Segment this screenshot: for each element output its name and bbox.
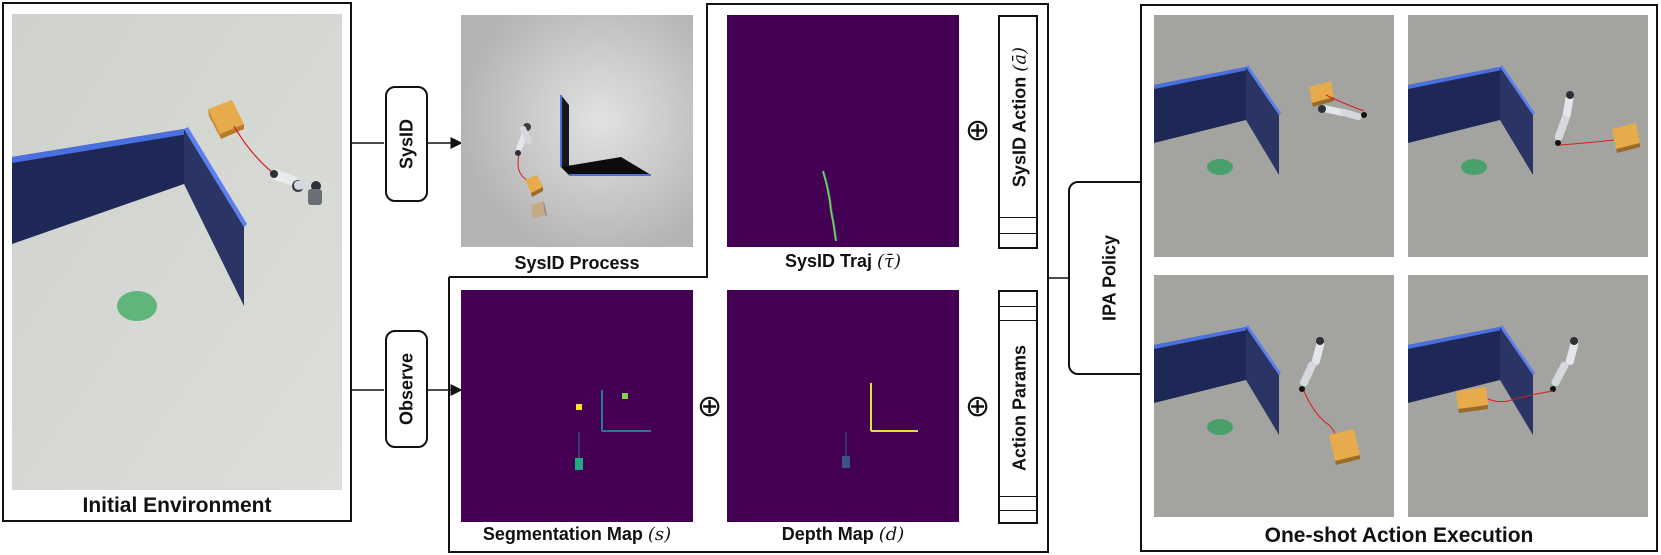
depth-map-caption: Depth Map (d) [727,524,959,545]
observe-pill-label: Observe [396,352,416,426]
ipa-policy-pill: IPA Policy [1068,181,1152,375]
one-shot-caption: One-shot Action Execution [1264,524,1534,547]
execution-scene-1 [1154,15,1394,257]
segmentation-map-caption-text: Segmentation Map [482,524,643,544]
sysid-traj-caption: SysID Traj (τ̄) [727,251,959,272]
sysid-traj-caption-text: SysID Traj [784,251,872,271]
depth-map-image [727,290,959,522]
segmentation-symbol: (s) [647,524,672,545]
depth-map-caption-text: Depth Map [781,524,874,544]
concat-symbol-top: ⊕ [965,113,991,148]
action-params-vector: Action Params [998,290,1038,524]
sysid-traj-image [727,15,959,247]
action-params-label: Action Params [1009,344,1030,472]
execution-scene-3 [1154,275,1394,517]
segmentation-map-caption: Segmentation Map (s) [461,524,693,545]
initial-environment-image [12,14,342,490]
segmentation-map-image [461,290,693,522]
sysid-traj-symbol: (τ̄) [877,251,902,272]
initial-environment-caption: Initial Environment [82,494,272,517]
sysid-pill: SysID [385,86,428,202]
sysid-process-image [461,15,693,247]
execution-scene-4 [1408,275,1648,517]
concat-symbol-bottom: ⊕ [965,389,991,424]
execution-scene-2 [1408,15,1648,257]
sysid-action-label: SysID Action (ā) [1009,46,1031,188]
observe-pill: Observe [385,330,428,448]
sysid-action-vector: SysID Action (ā) [998,15,1038,249]
concat-symbol-mid: ⊕ [697,389,723,424]
sysid-process-caption: SysID Process [514,253,640,273]
depth-symbol: (d) [878,524,905,545]
ipa-policy-label: IPA Policy [1099,234,1120,322]
sysid-pill-label: SysID [396,118,416,170]
